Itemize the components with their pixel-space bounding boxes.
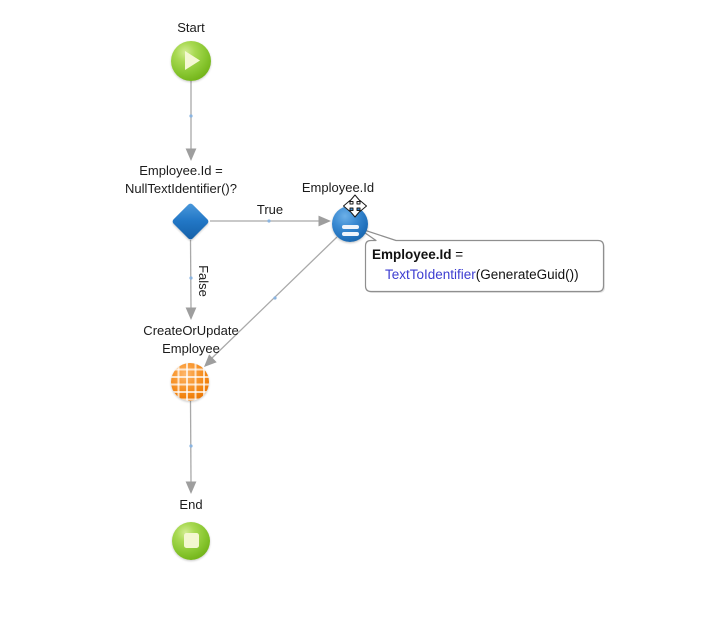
arrowhead-down-icon	[185, 307, 197, 320]
decision-node[interactable]	[171, 202, 210, 241]
tooltip-function-name: TextToIdentifier	[385, 266, 476, 282]
create-or-update-label-line1: CreateOrUpdate	[143, 323, 239, 338]
edge-label-true: True	[256, 202, 284, 217]
create-or-update-label-line2: Employee	[162, 341, 220, 356]
edge-action-to-end[interactable]	[189, 400, 192, 482]
end-event-node[interactable]	[172, 522, 210, 560]
play-icon	[185, 51, 200, 70]
create-or-update-activity-node[interactable]	[171, 363, 209, 401]
decision-label-line2: NullTextIdentifier()?	[125, 181, 237, 196]
decision-label-line1: Employee.Id =	[139, 163, 223, 178]
arrowhead-down-icon	[185, 148, 197, 161]
change-activity-node[interactable]	[332, 206, 368, 242]
stop-square-icon	[183, 532, 199, 548]
create-or-update-label: CreateOrUpdate Employee	[143, 322, 238, 358]
edge-label-false: False	[196, 265, 211, 297]
arrowhead-right-icon	[318, 215, 331, 227]
tooltip-arguments: (GenerateGuid())	[475, 266, 579, 282]
tooltip-equals: =	[451, 247, 464, 262]
tooltip-attribute-name: Employee.Id	[372, 247, 452, 262]
tooltip-line1: Employee.Id =	[372, 245, 579, 265]
start-label: Start	[177, 20, 205, 35]
tooltip-line2: TextToIdentifier(GenerateGuid())	[372, 265, 579, 285]
decision-label: Employee.Id = NullTextIdentifier()?	[125, 162, 237, 198]
edge-decision-false-to-action[interactable]	[189, 239, 192, 308]
arrowhead-down-icon	[185, 481, 197, 494]
change-activity-label: Employee.Id	[301, 180, 375, 195]
end-label: End	[179, 497, 203, 512]
start-event-node[interactable]	[171, 41, 211, 81]
tooltip-content: Employee.Id = TextToIdentifier(GenerateG…	[372, 245, 579, 284]
